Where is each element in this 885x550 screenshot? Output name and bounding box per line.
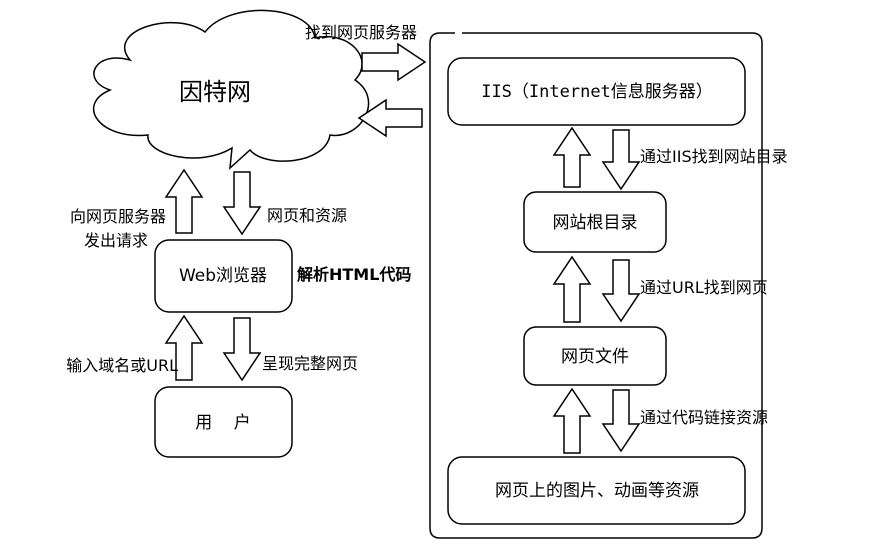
node-browser: Web浏览器 xyxy=(154,239,293,313)
site-root-box xyxy=(523,191,667,253)
arrow-up-user-to-browser xyxy=(164,314,204,381)
iis-box xyxy=(447,57,746,126)
label-page-resources: 网页和资源 xyxy=(267,206,347,225)
arrow-down-iis-to-siteroot xyxy=(601,129,641,191)
arrow-down-cloud-to-browser xyxy=(222,171,262,236)
label-request-line2: 发出请求 xyxy=(84,231,148,250)
arrow-down-siteroot-to-pagefile xyxy=(601,259,641,323)
resources-box xyxy=(447,456,746,525)
server-frame xyxy=(429,32,763,539)
label-parse-html: 解析HTML代码 xyxy=(297,265,411,284)
internet-cloud: 因特网 xyxy=(92,9,370,170)
node-resources: 网页上的图片、动画等资源 xyxy=(447,456,746,525)
arrow-down-browser-to-user xyxy=(222,317,262,382)
server-group: 找到网页服务器 xyxy=(305,23,763,539)
node-iis: IIS（Internet信息服务器） xyxy=(447,57,746,126)
cloud-shape xyxy=(92,9,370,170)
label-enter-domain: 输入域名或URL xyxy=(66,356,178,375)
label-via-url: 通过URL找到网页 xyxy=(640,278,768,297)
arrow-down-pagefile-to-resources xyxy=(601,389,641,453)
arrow-up-pagefile-to-siteroot xyxy=(552,255,592,323)
arrow-up-resources-to-pagefile xyxy=(552,387,592,454)
label-via-code: 通过代码链接资源 xyxy=(640,408,768,427)
label-request-line1: 向网页服务器 xyxy=(70,207,166,226)
user-label: 用 户 xyxy=(195,413,251,433)
arrow-up-browser-to-cloud xyxy=(164,168,204,234)
page-file-box xyxy=(523,326,667,386)
site-root-label: 网站根目录 xyxy=(553,213,638,233)
browser-box xyxy=(154,239,293,313)
arrow-left-to-cloud xyxy=(357,98,423,138)
node-site-root: 网站根目录 xyxy=(523,191,667,253)
browser-label: Web浏览器 xyxy=(179,266,267,286)
page-file-label: 网页文件 xyxy=(561,347,629,367)
resources-label: 网页上的图片、动画等资源 xyxy=(495,481,699,501)
node-page-file: 网页文件 xyxy=(523,326,667,386)
user-box xyxy=(154,386,293,458)
arrow-up-siteroot-to-iis xyxy=(552,126,592,188)
node-user: 用 户 xyxy=(154,386,293,458)
arrow-right-to-server xyxy=(361,42,427,82)
label-via-iis: 通过IIS找到网站目录 xyxy=(640,147,788,166)
label-present-page: 呈现完整网页 xyxy=(262,354,358,373)
iis-label: IIS（Internet信息服务器） xyxy=(481,82,713,102)
internet-label: 因特网 xyxy=(179,78,251,106)
server-group-title: 找到网页服务器 xyxy=(305,23,417,42)
